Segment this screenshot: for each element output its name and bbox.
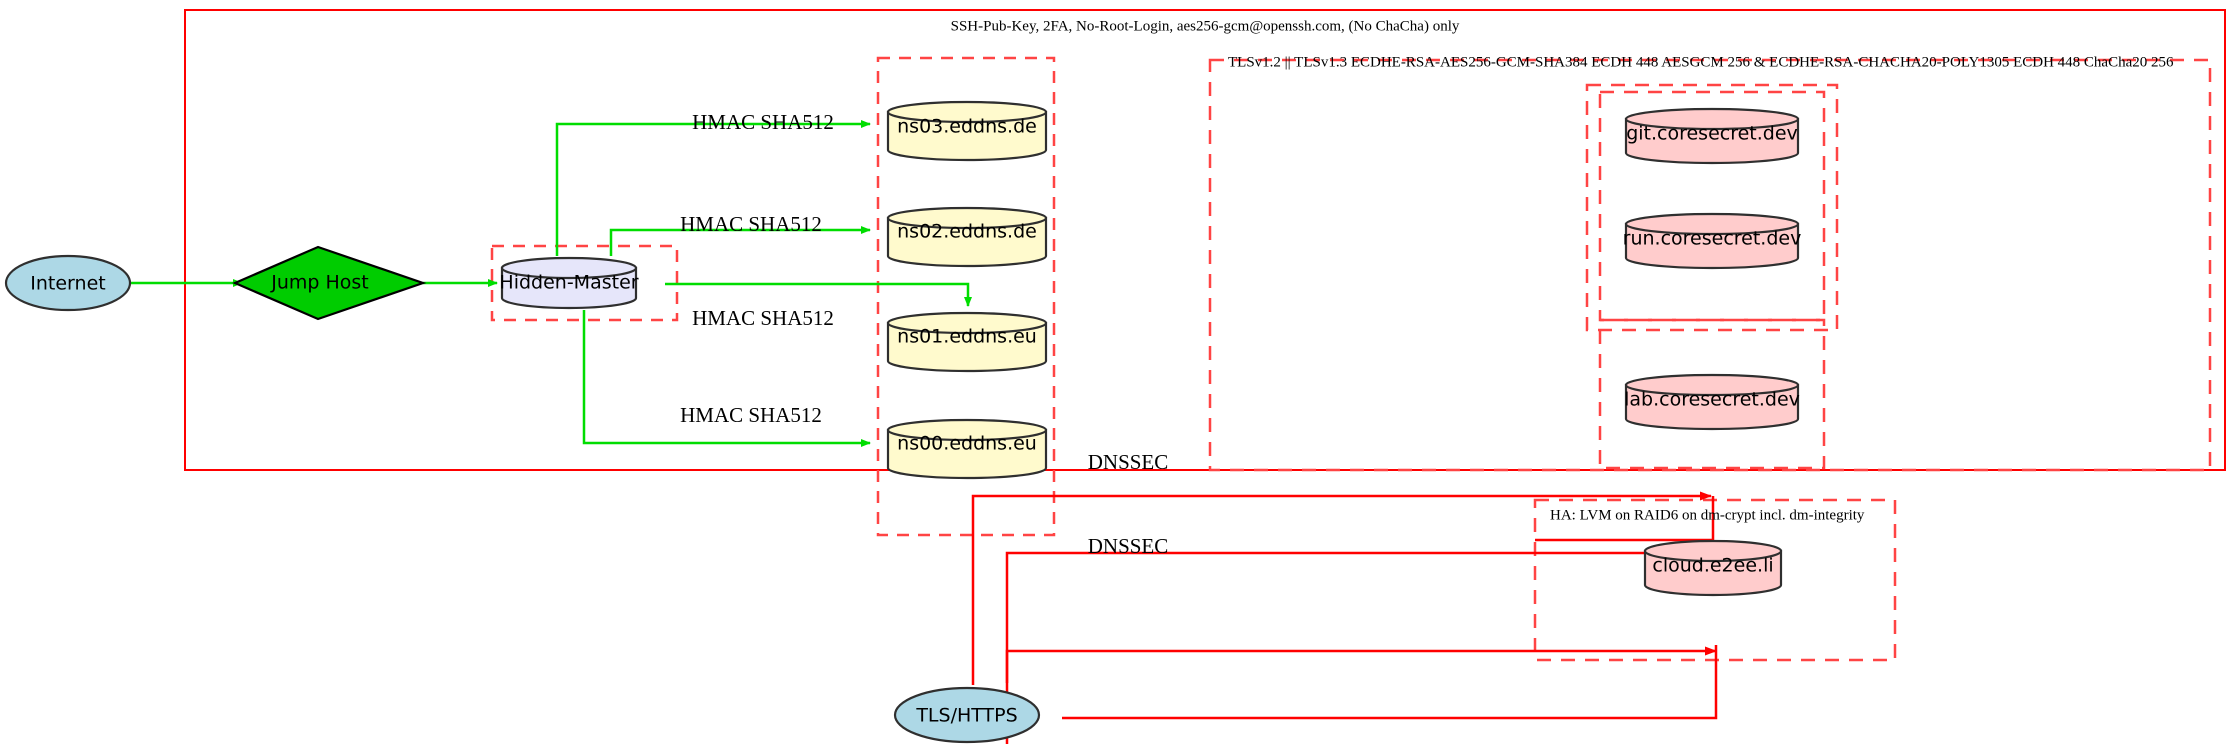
edge-hiddenmaster-to-ns01: [665, 282, 972, 307]
cluster-tls-outer-label: TLSv1.2 || TLSv1.3 ECDHE-RSA-AES256-GCM-…: [1228, 54, 2174, 70]
node-lab-coresecret-label: lab.coresecret.dev: [1624, 389, 1800, 411]
node-ns02[interactable]: [886, 206, 1048, 268]
edge-hiddenmaster-to-ns00: [582, 310, 871, 447]
edge-label-dnssec-lower: DNSSEC: [1088, 534, 1169, 558]
node-run-coresecret-label: run.coresecret.dev: [1623, 228, 1802, 250]
cluster-ha-storage-label: HA: LVM on RAID6 on dm-crypt incl. dm-in…: [1550, 507, 1865, 523]
node-tls-https[interactable]: [893, 686, 1041, 744]
node-hidden-master[interactable]: [500, 256, 638, 310]
edge-label-hmac-ns03: HMAC SHA512: [692, 110, 834, 134]
node-jump-host[interactable]: [232, 245, 427, 321]
cluster-coresecret-outer: [1585, 83, 1839, 332]
node-lab-coresecret[interactable]: [1624, 373, 1800, 431]
node-ns00[interactable]: [886, 418, 1048, 480]
edge-dnssec-lower: [1005, 548, 1712, 744]
node-ns01[interactable]: [886, 311, 1048, 373]
node-ns03[interactable]: [886, 100, 1048, 162]
node-hidden-master-label: Hidden-Master: [499, 272, 638, 294]
node-ns03-label: ns03.eddns.de: [897, 116, 1037, 138]
cluster-ssh-outer: [184, 9, 2226, 471]
cluster-lab-box: [1598, 318, 1826, 470]
edge-hiddenmaster-to-ns03: [555, 120, 871, 256]
node-git-coresecret[interactable]: [1624, 107, 1800, 165]
node-cloud-e2ee-label: cloud.e2ee.li: [1652, 555, 1773, 577]
node-run-coresecret[interactable]: [1624, 212, 1800, 270]
node-ns00-label: ns00.eddns.eu: [897, 433, 1037, 455]
edge-tlshttps-to-coresecret: [1005, 646, 1717, 683]
edge-label-hmac-ns00: HMAC SHA512: [680, 403, 822, 427]
cluster-tls-outer: [1208, 58, 2212, 472]
node-tls-https-label: TLS/HTTPS: [915, 705, 1017, 727]
edge-label-dnssec-upper: DNSSEC: [1088, 450, 1169, 474]
node-internet[interactable]: [4, 254, 132, 312]
cluster-coresecret-inner: [1598, 90, 1826, 322]
edge-label-hmac-ns01: HMAC SHA512: [692, 306, 834, 330]
cluster-ssh-outer-label: SSH-Pub-Key, 2FA, No-Root-Login, aes256-…: [951, 18, 1460, 34]
cluster-dns-servers: [876, 56, 1056, 537]
edge-tlshttps-right: [1062, 645, 1718, 720]
node-git-coresecret-label: git.coresecret.dev: [1626, 123, 1798, 145]
edge-dnssec-upper: [971, 491, 1712, 685]
edge-hiddenmaster-to-ns02: [609, 226, 871, 256]
edge-label-hmac-ns02: HMAC SHA512: [680, 212, 822, 236]
node-ns02-label: ns02.eddns.de: [897, 221, 1037, 243]
node-jump-host-label: Jump Host: [270, 272, 369, 294]
node-cloud-e2ee[interactable]: [1643, 539, 1783, 597]
node-internet-label: Internet: [30, 273, 105, 295]
node-ns01-label: ns01.eddns.eu: [897, 326, 1037, 348]
